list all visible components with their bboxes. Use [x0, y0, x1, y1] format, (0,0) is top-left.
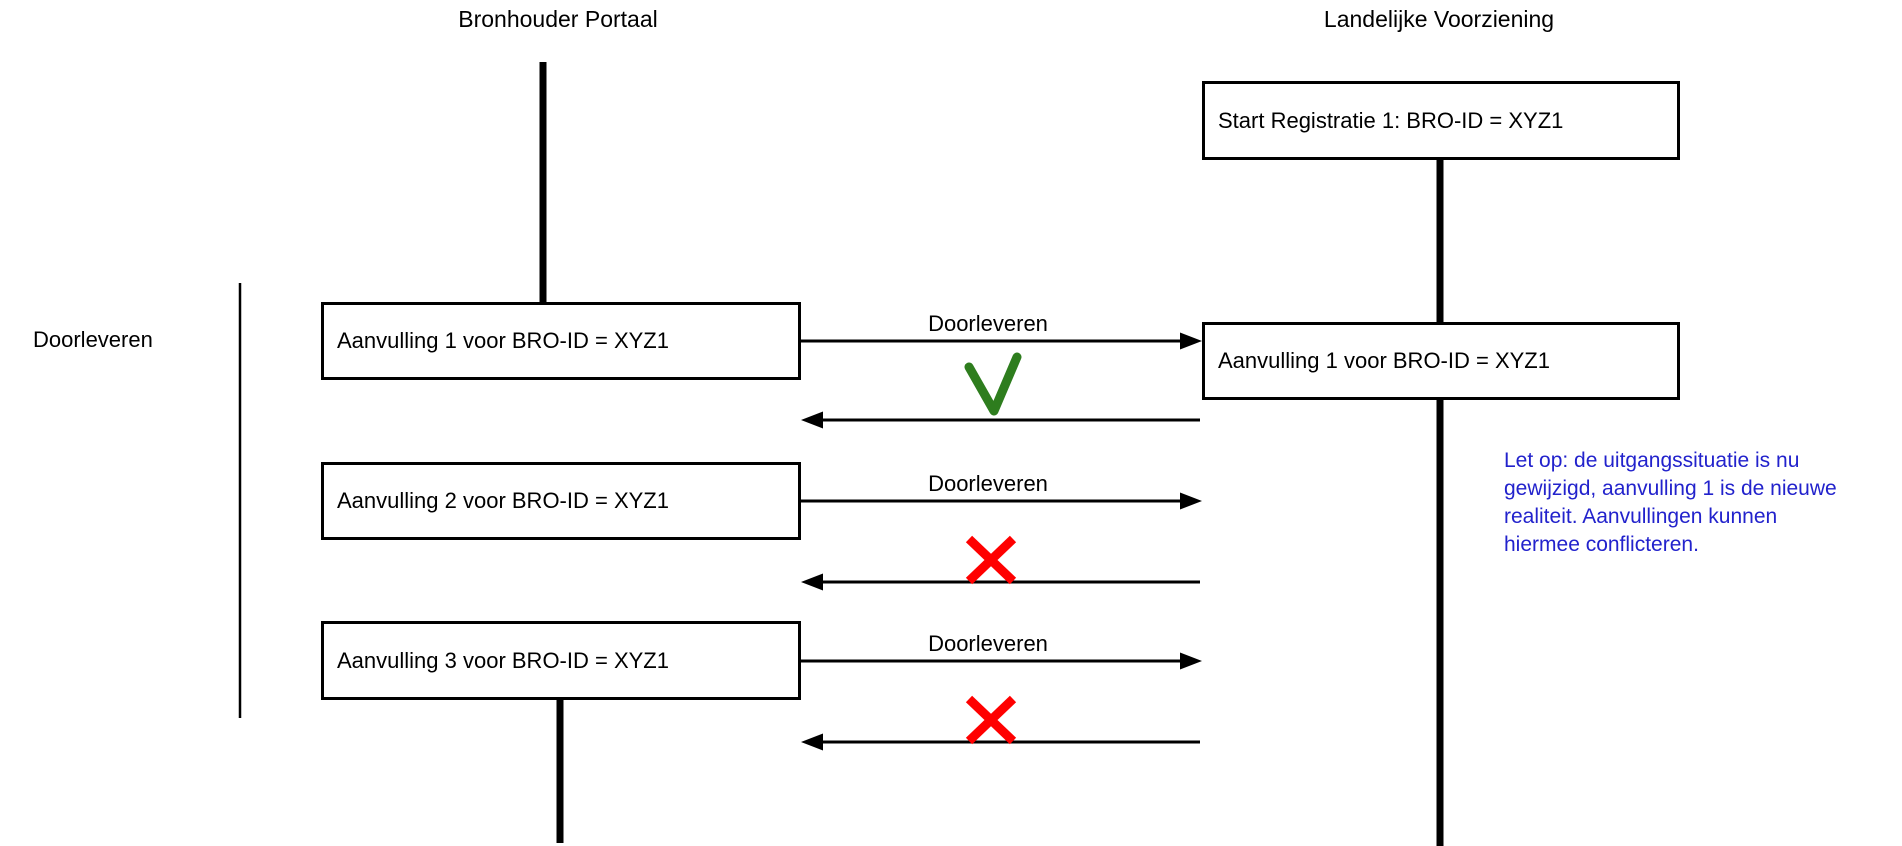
arrowhead-right-icon: [1180, 332, 1202, 350]
box-lv-aanvulling-1-label: Aanvulling 1 voor BRO-ID = XYZ1: [1218, 348, 1550, 373]
arrowhead-left-icon: [801, 411, 823, 429]
error-cross-icon: [965, 695, 1017, 745]
conflict-note: Let op: de uitgangssituatie is nu gewijz…: [1504, 447, 1837, 559]
success-check-icon: [964, 352, 1022, 416]
arrowhead-right-icon: [1180, 492, 1202, 510]
box-start-registratie: Start Registratie 1: BRO-ID = XYZ1: [1202, 81, 1680, 160]
arrow-label-doorleveren-2: Doorleveren: [928, 471, 1048, 496]
conflict-note-line: hiermee conflicteren.: [1504, 533, 1699, 556]
box-aanvulling-3: Aanvulling 3 voor BRO-ID = XYZ1: [321, 621, 801, 700]
box-lv-aanvulling-1: Aanvulling 1 voor BRO-ID = XYZ1: [1202, 322, 1680, 400]
arrowhead-left-icon: [801, 733, 823, 751]
error-cross-icon: [965, 535, 1017, 585]
arrow-label-doorleveren-1: Doorleveren: [928, 311, 1048, 336]
conflict-note-line: gewijzigd, aanvulling 1 is de nieuwe: [1504, 477, 1837, 500]
arrowhead-right-icon: [1180, 652, 1202, 670]
box-aanvulling-1: Aanvulling 1 voor BRO-ID = XYZ1: [321, 302, 801, 380]
box-aanvulling-2-label: Aanvulling 2 voor BRO-ID = XYZ1: [337, 488, 669, 513]
phase-label-doorleveren: Doorleveren: [33, 327, 153, 352]
arrowhead-left-icon: [801, 573, 823, 591]
lane-title-landelijke-voorziening: Landelijke Voorziening: [1323, 6, 1555, 32]
box-aanvulling-1-label: Aanvulling 1 voor BRO-ID = XYZ1: [337, 328, 669, 353]
lane-title-bronhouder-portaal: Bronhouder Portaal: [458, 6, 658, 32]
box-aanvulling-2: Aanvulling 2 voor BRO-ID = XYZ1: [321, 462, 801, 540]
arrow-label-doorleveren-3: Doorleveren: [928, 631, 1048, 656]
conflict-note-line: realiteit. Aanvullingen kunnen: [1504, 505, 1778, 528]
conflict-note-line: Let op: de uitgangssituatie is nu: [1504, 449, 1800, 472]
box-aanvulling-3-label: Aanvulling 3 voor BRO-ID = XYZ1: [337, 647, 669, 673]
box-start-registratie-label: Start Registratie 1: BRO-ID = XYZ1: [1218, 107, 1564, 133]
